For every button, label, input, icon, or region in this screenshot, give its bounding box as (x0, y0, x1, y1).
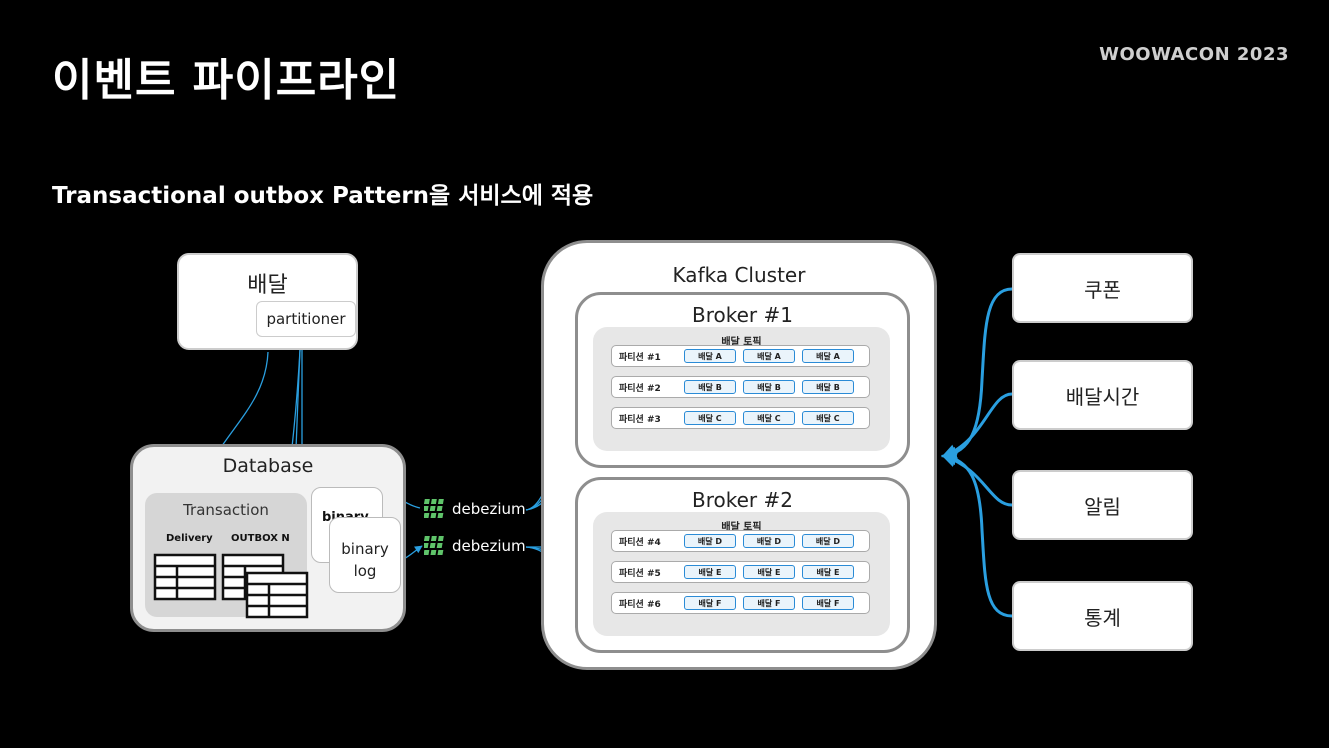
message-chip: 배달 B (802, 380, 854, 394)
message-chip: 배달 E (802, 565, 854, 579)
message-chip: 배달 C (743, 411, 795, 425)
broker-label: Broker #1 (692, 303, 793, 327)
debezium-label-1: debezium (452, 500, 526, 518)
partition-row: 파티션 #2 배달 B 배달 B 배달 B (611, 376, 870, 398)
delivery-table-label: Delivery (166, 533, 213, 544)
message-chip: 배달 A (743, 349, 795, 363)
page-subtitle: Transactional outbox Pattern을 서비스에 적용 (52, 183, 594, 209)
delivery-table-icon (153, 553, 217, 601)
debezium-icon (424, 499, 444, 518)
debezium-icon (424, 536, 444, 555)
broker-label: Broker #2 (692, 488, 793, 512)
message-chip: 배달 A (684, 349, 736, 363)
transaction-label: Transaction (183, 501, 269, 519)
brand-logo: WOOWACON 2023 (1099, 44, 1289, 65)
partition-label: 파티션 #5 (619, 569, 661, 579)
message-chip: 배달 D (802, 534, 854, 548)
partition-row: 파티션 #1 배달 A 배달 A 배달 A (611, 345, 870, 367)
broker-1: Broker #1 배달 토픽 파티션 #1 배달 A 배달 A 배달 A 파티션 #2… (575, 292, 910, 468)
page-title: 이벤트 파이프라인 (52, 55, 401, 106)
binary-log: binary log (329, 517, 401, 593)
topic: 배달 토픽 파티션 #1 배달 A 배달 A 배달 A 파티션 #2 배달 B 배달 B 배달… (593, 327, 890, 451)
partition-row: 파티션 #3 배달 C 배달 C 배달 C (611, 407, 870, 429)
delivery-service-label: 배달 (247, 273, 288, 298)
message-chip: 배달 F (743, 596, 795, 610)
delivery-service: 배달 partitioner (177, 253, 358, 350)
partition-row: 파티션 #4 배달 D 배달 D 배달 D (611, 530, 870, 552)
message-chip: 배달 C (802, 411, 854, 425)
message-chip: 배달 D (743, 534, 795, 548)
message-chip: 배달 A (802, 349, 854, 363)
broker-2: Broker #2 배달 토픽 파티션 #4 배달 D 배달 D 배달 D 파티션 #5… (575, 477, 910, 653)
topic: 배달 토픽 파티션 #4 배달 D 배달 D 배달 D 파티션 #5 배달 E 배달 E 배달… (593, 512, 890, 636)
partition-row: 파티션 #5 배달 E 배달 E 배달 E (611, 561, 870, 583)
binary-log-line-2: log (353, 562, 377, 580)
arrow-deliverytime-to-kafka (941, 392, 1013, 459)
partition-label: 파티션 #4 (619, 538, 661, 548)
debezium-connector-2: debezium (424, 535, 526, 557)
partition-label: 파티션 #2 (619, 384, 661, 394)
message-chip: 배달 F (684, 596, 736, 610)
kafka-cluster-label: Kafka Cluster (672, 263, 806, 287)
consumer-delivery-time: 배달시간 (1012, 360, 1193, 430)
arrow-coupon-to-kafka (941, 287, 1013, 462)
message-chip: 배달 F (802, 596, 854, 610)
consumer-statistics: 통계 (1012, 581, 1193, 651)
outbox-table-label: OUTBOX N (231, 533, 290, 544)
partition-label: 파티션 #1 (619, 353, 661, 363)
outbox-table-icon-copy (245, 571, 309, 619)
consumer-coupon: 쿠폰 (1012, 253, 1193, 323)
debezium-connector-1: debezium (424, 498, 526, 520)
transaction-box: Transaction Delivery OUTBOX N (145, 493, 309, 619)
binary-log-line-1: binary (341, 540, 389, 558)
message-chip: 배달 E (684, 565, 736, 579)
kafka-cluster: Kafka Cluster Broker #1 배달 토픽 파티션 #1 배달 A… (541, 240, 937, 670)
message-chip: 배달 B (684, 380, 736, 394)
topic-label: 배달 토픽 (721, 337, 762, 348)
message-chip: 배달 E (743, 565, 795, 579)
debezium-label-2: debezium (452, 537, 526, 555)
message-chip: 배달 B (743, 380, 795, 394)
partition-label: 파티션 #6 (619, 600, 661, 610)
table-icons (153, 553, 309, 619)
binary-log-label: binary log (330, 538, 400, 582)
partition-label: 파티션 #3 (619, 415, 661, 425)
message-chip: 배달 D (684, 534, 736, 548)
partition-row: 파티션 #6 배달 F 배달 F 배달 F (611, 592, 870, 614)
partitioner: partitioner (256, 301, 356, 337)
message-chip: 배달 C (684, 411, 736, 425)
consumer-notification: 알림 (1012, 470, 1193, 540)
arrow-stats-to-kafka (941, 450, 1013, 618)
database: Database Transaction Delivery OUTBOX N (130, 444, 406, 632)
database-label: Database (222, 455, 314, 477)
topic-label: 배달 토픽 (721, 522, 762, 533)
